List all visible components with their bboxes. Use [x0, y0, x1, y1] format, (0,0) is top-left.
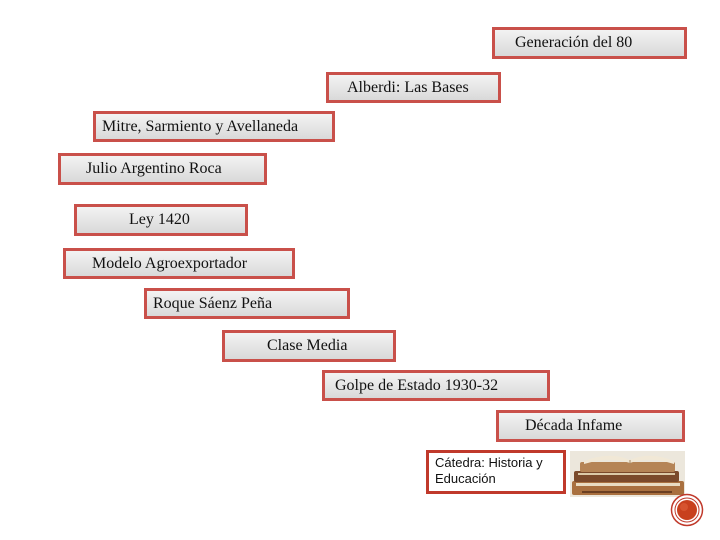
step-label: Julio Argentino Roca	[86, 160, 222, 177]
credit-box: Cátedra: Historia y Educación	[426, 450, 566, 494]
step-box: Mitre, Sarmiento y Avellaneda	[93, 111, 335, 142]
step-box: Década Infame	[496, 410, 685, 442]
step-box: Golpe de Estado 1930-32	[322, 370, 550, 401]
step-label: Década Infame	[525, 417, 623, 434]
step-label: Ley 1420	[129, 211, 190, 228]
step-label: Golpe de Estado 1930-32	[335, 376, 499, 394]
circle-emblem-icon	[670, 493, 704, 527]
books-illustration	[570, 451, 685, 497]
step-box: Generación del 80	[492, 27, 687, 59]
step-label: Modelo Agroexportador	[92, 254, 248, 272]
step-label: Roque Sáenz Peña	[153, 294, 273, 312]
step-label: Clase Media	[267, 337, 348, 354]
step-box: Modelo Agroexportador	[63, 248, 295, 279]
step-box: Clase Media	[222, 330, 396, 362]
step-label: Mitre, Sarmiento y Avellaneda	[102, 117, 299, 135]
step-label: Generación del 80	[515, 34, 633, 51]
step-box: Julio Argentino Roca	[58, 153, 267, 185]
step-box: Alberdi: Las Bases	[326, 72, 501, 103]
step-box: Roque Sáenz Peña	[144, 288, 350, 319]
step-box: Ley 1420	[74, 204, 248, 236]
step-label: Alberdi: Las Bases	[347, 78, 469, 96]
books-image	[570, 451, 685, 497]
credit-text: Cátedra: Historia y Educación	[435, 455, 543, 486]
